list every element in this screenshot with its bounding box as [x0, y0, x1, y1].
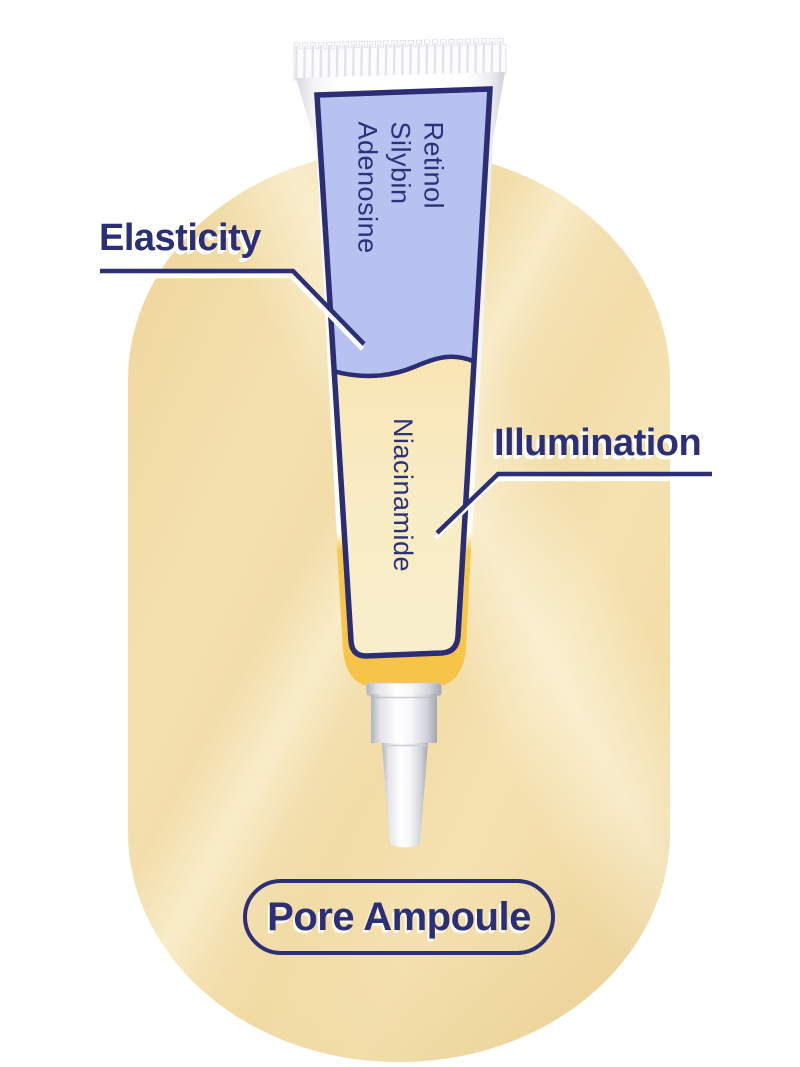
nozzle-collar — [371, 694, 437, 743]
illumination-pointer-shadow — [433, 476, 711, 540]
tube-label-blue-section — [317, 89, 490, 376]
elasticity-callout-label: Elasticity — [99, 217, 261, 259]
nozzle-tip — [382, 743, 428, 848]
ingredient-adenosine: Adenosine — [352, 121, 383, 254]
illumination-callout-label: Illumination — [494, 422, 702, 464]
elasticity-pointer-line — [100, 268, 366, 346]
yellow-section-ingredient: Niacinamide — [388, 418, 418, 573]
pore-ampoule-badge-label: Pore Ampoule — [267, 894, 531, 939]
tube-label-border — [314, 86, 493, 659]
elasticity-pointer-shadow — [98, 273, 365, 351]
tube-crimp-stripes — [295, 41, 502, 80]
blue-section-ingredients: Retinol Silybin Adenosine — [351, 122, 450, 272]
wave-divider — [332, 354, 474, 379]
illumination-pointer-line — [435, 471, 712, 535]
pore-ampoule-badge: Pore Ampoule — [243, 879, 555, 955]
ingredient-silybin: Silybin — [385, 121, 416, 205]
ingredient-retinol: Retinol — [418, 121, 449, 210]
tube-crimp-teeth — [293, 37, 507, 81]
